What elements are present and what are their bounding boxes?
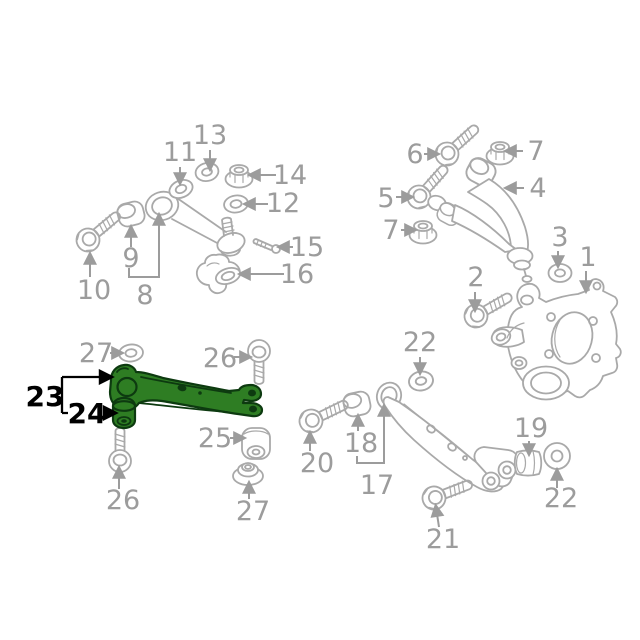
callout-14-label[interactable]: 14	[273, 160, 307, 191]
part-26-bolt-lower	[108, 427, 132, 473]
callout-1[interactable]: 1	[579, 242, 597, 295]
callout-2[interactable]: 2	[467, 262, 485, 314]
callout-22-upper-label[interactable]: 22	[403, 327, 437, 358]
callout-22-lower[interactable]: 22	[544, 466, 578, 514]
callout-27-upper-label[interactable]: 27	[79, 338, 113, 369]
callout-14[interactable]: 14	[246, 160, 307, 191]
callout-10-label[interactable]: 10	[77, 275, 111, 306]
callout-22-upper[interactable]: 22	[403, 327, 437, 377]
callout-25[interactable]: 25	[198, 423, 248, 454]
callout-5-label[interactable]: 5	[377, 183, 394, 214]
part-4-upper-control-arm	[427, 153, 534, 283]
part-27-nut-lower	[232, 462, 264, 486]
part-23-lateral-link-highlighted[interactable]	[108, 363, 264, 418]
part-19-bushing	[513, 449, 543, 477]
callout-6-label[interactable]: 6	[406, 139, 423, 170]
part-13-grommet	[192, 159, 222, 185]
callout-26-lower[interactable]: 26	[106, 464, 140, 516]
callout-21[interactable]: 21	[426, 502, 460, 555]
part-7-flange-nut-lower	[408, 220, 438, 245]
callout-17-label[interactable]: 17	[360, 470, 394, 501]
callout-4-label[interactable]: 4	[529, 173, 546, 204]
callout-3-label[interactable]: 3	[551, 222, 568, 253]
callout-7-upper[interactable]: 7	[502, 136, 545, 167]
part-18-bushing	[340, 389, 374, 419]
callout-25-label[interactable]: 25	[198, 423, 232, 454]
callout-26-lower-label[interactable]: 26	[106, 485, 140, 516]
callout-26-upper[interactable]: 26	[203, 343, 254, 374]
callout-8[interactable]: 8	[128, 211, 166, 311]
callout-17-bracket	[356, 402, 391, 464]
callout-9-label[interactable]: 9	[122, 243, 139, 274]
callout-11-label[interactable]: 11	[163, 137, 197, 168]
part-14-flange-nut	[224, 164, 254, 189]
callout-7-lower[interactable]: 7	[382, 215, 419, 246]
callout-19-label[interactable]: 19	[514, 413, 548, 444]
part-26-bolt-upper	[247, 339, 271, 385]
part-22-grommet-lower	[543, 442, 571, 470]
callout-7-upper-label[interactable]: 7	[527, 136, 544, 167]
callout-16[interactable]: 16	[236, 259, 314, 290]
callout-20-label[interactable]: 20	[300, 448, 334, 479]
callout-26-upper-label[interactable]: 26	[203, 343, 237, 374]
part-12-washer	[222, 193, 250, 215]
callout-23-bracket	[60, 377, 68, 415]
part-24-bushing-highlighted[interactable]	[111, 396, 137, 430]
callout-23-label[interactable]: 23	[26, 380, 65, 413]
callout-24-highlighted[interactable]: 24	[68, 397, 119, 430]
callout-23-highlighted[interactable]: 23	[26, 368, 115, 415]
part-16-bracket	[195, 253, 242, 295]
callout-10[interactable]: 10	[77, 250, 111, 306]
callout-19[interactable]: 19	[514, 413, 548, 458]
callout-9[interactable]: 9	[122, 223, 140, 274]
part-15-cotter-pin	[252, 238, 281, 254]
callout-1-label[interactable]: 1	[579, 242, 596, 273]
callout-5[interactable]: 5	[377, 183, 416, 214]
part-1-knuckle	[490, 278, 622, 401]
callout-27-lower[interactable]: 27	[236, 479, 270, 527]
callout-17[interactable]: 17	[356, 402, 394, 501]
part-7-flange-nut-upper	[485, 141, 515, 166]
part-22-grommet-upper	[406, 368, 436, 394]
callout-13-label[interactable]: 13	[193, 120, 227, 151]
callout-8-label[interactable]: 8	[136, 280, 153, 311]
callout-22-lower-label[interactable]: 22	[544, 483, 578, 514]
callout-2-label[interactable]: 2	[467, 262, 484, 293]
callout-24-label[interactable]: 24	[68, 397, 107, 430]
callout-27-upper[interactable]: 27	[79, 338, 126, 369]
part-27-washer-upper	[117, 342, 145, 364]
part-25-bushing	[241, 427, 271, 460]
callout-15[interactable]: 15	[275, 232, 324, 263]
part-9-bushing	[114, 198, 148, 230]
callout-4[interactable]: 4	[502, 173, 547, 204]
part-10-bolt	[70, 204, 128, 258]
callout-8-bracket	[128, 211, 166, 278]
callout-6[interactable]: 6	[406, 139, 442, 170]
callout-18-label[interactable]: 18	[344, 428, 378, 459]
callout-21-label[interactable]: 21	[426, 524, 460, 555]
callout-20[interactable]: 20	[300, 429, 334, 479]
callout-21-arrow	[430, 502, 445, 528]
callout-11[interactable]: 11	[163, 137, 197, 187]
callout-3[interactable]: 3	[551, 222, 569, 270]
callout-27-lower-label[interactable]: 27	[236, 496, 270, 527]
callout-12[interactable]: 12	[241, 188, 300, 219]
callout-16-label[interactable]: 16	[280, 259, 314, 290]
callout-18[interactable]: 18	[344, 412, 378, 459]
callout-12-label[interactable]: 12	[266, 188, 300, 219]
part-17-lower-arm	[375, 381, 519, 493]
callout-15-label[interactable]: 15	[290, 232, 324, 263]
part-3-grommet	[547, 263, 573, 283]
callout-7-lower-label[interactable]: 7	[382, 215, 399, 246]
callout-13[interactable]: 13	[193, 120, 227, 173]
